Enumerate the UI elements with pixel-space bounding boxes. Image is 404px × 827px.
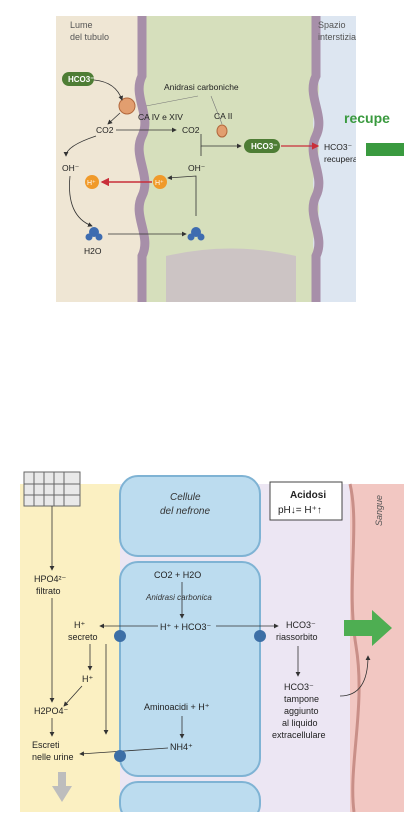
hco3-buffer-sub-2: aggiunto bbox=[284, 706, 319, 716]
h-ion-lumen bbox=[85, 175, 99, 189]
lumen-zone bbox=[20, 484, 120, 812]
hpo4-label: HPO4²⁻ bbox=[34, 574, 67, 584]
carrier-ca-iv bbox=[118, 97, 136, 115]
excreted-1: Escreti bbox=[32, 740, 60, 750]
hco3-cell-text: HCO3⁻ bbox=[251, 142, 277, 151]
interstitial-label-1: Spazio bbox=[318, 20, 346, 30]
nephron-cell-bottom bbox=[119, 781, 261, 823]
recover-green-arrow bbox=[366, 143, 404, 156]
blood-zone bbox=[350, 484, 404, 812]
transporter-nh4 bbox=[114, 750, 126, 762]
hco3-cell-pill bbox=[244, 139, 280, 153]
hpo4-sub: filtrato bbox=[36, 586, 61, 596]
urine-down-arrow bbox=[52, 772, 72, 802]
hco3-reabs-sub: riassorbito bbox=[276, 632, 318, 642]
recuperato-overlay-text: recupe bbox=[344, 110, 390, 126]
reaction-top: CO2 + H2O bbox=[154, 570, 201, 580]
ca-membrane-label: CA IV e XIV bbox=[138, 112, 183, 122]
apical-membrane bbox=[134, 16, 150, 302]
recovered-label: recuperato bbox=[324, 154, 356, 164]
h-secreted: H⁺ bbox=[74, 620, 85, 630]
hco3-buffer: HCO3⁻ bbox=[284, 682, 314, 692]
acidosis-title: Acidosi bbox=[290, 490, 326, 501]
h-second: H⁺ bbox=[82, 674, 93, 684]
cells-label-2: del nefrone bbox=[160, 506, 210, 517]
oh-cell: OH⁻ bbox=[188, 163, 206, 173]
acidosis-box bbox=[269, 481, 343, 521]
hco3-recovered: HCO3⁻ bbox=[324, 142, 353, 152]
h2po4-label: H2PO4⁻ bbox=[34, 706, 69, 716]
acidosis-formula: pH↓= H⁺↑ bbox=[278, 505, 322, 516]
cells-label-1: Cellule bbox=[170, 492, 201, 503]
co2-cell: CO2 bbox=[182, 125, 200, 135]
blood-green-arrow bbox=[344, 610, 392, 646]
transporter-hco3 bbox=[254, 630, 266, 642]
tubule-diagram-svg: Lume del tubulo Spazio interstiziale Ani… bbox=[56, 16, 365, 302]
blood-vessel-wall bbox=[348, 483, 361, 813]
lumen-label-1: Lume bbox=[70, 20, 93, 30]
interstitial-label-2: interstiziale bbox=[318, 32, 356, 42]
nephron-cell-top bbox=[119, 475, 261, 557]
nephron-acidosis-diagram: Cellule del nefrone Acidosi pH↓= H⁺↑ San… bbox=[20, 466, 404, 823]
nh4-label: NH4⁺ bbox=[170, 742, 193, 752]
h-lumen-text: H⁺ bbox=[87, 180, 96, 187]
reaction-products: H⁺ + HCO3⁻ bbox=[160, 622, 212, 632]
carrier-ca-ii bbox=[216, 124, 228, 138]
nephron-cell-main bbox=[119, 561, 261, 777]
enzyme-title: Anidrasi carboniche bbox=[164, 82, 239, 92]
oh-lumen: OH⁻ bbox=[62, 163, 80, 173]
water-molecule-lumen bbox=[85, 227, 103, 241]
enzyme-label: Anidrasi carbonica bbox=[145, 593, 212, 602]
tubular-cell bbox=[139, 16, 319, 302]
nephron-diagram-svg: Cellule del nefrone Acidosi pH↓= H⁺↑ San… bbox=[20, 471, 404, 823]
lumen-label-2: del tubulo bbox=[70, 32, 109, 42]
water-molecule-cell bbox=[187, 227, 205, 241]
hco3-buffer-sub-1: tampone bbox=[284, 694, 319, 704]
transporter-h bbox=[114, 630, 126, 642]
co2-lumen: CO2 bbox=[96, 125, 114, 135]
basolateral-membrane bbox=[308, 16, 324, 302]
h-secreted-sub: secreto bbox=[68, 632, 98, 642]
hco3-lumen-text: HCO3⁻ bbox=[68, 75, 94, 84]
hco3-lumen-pill bbox=[62, 72, 94, 86]
h2o-lumen: H2O bbox=[84, 246, 102, 256]
tubule-bicarbonate-diagram: Lume del tubulo Spazio interstiziale Ani… bbox=[56, 16, 365, 302]
h-ion-cell bbox=[153, 175, 167, 189]
glomerular-filter-icon bbox=[23, 471, 81, 507]
hco3-reabs: HCO3⁻ bbox=[286, 620, 316, 630]
hco3-buffer-sub-4: extracellulare bbox=[272, 730, 326, 740]
h-cell-text: H⁺ bbox=[155, 180, 164, 187]
amino-label: Aminoacidi + H⁺ bbox=[144, 702, 210, 712]
excreted-2: nelle urine bbox=[32, 752, 74, 762]
hco3-buffer-sub-3: al liquido bbox=[282, 718, 318, 728]
blood-label: Sangue bbox=[374, 495, 384, 526]
lateral-membrane bbox=[166, 248, 296, 302]
ca-cytosol-label: CA II bbox=[214, 111, 232, 121]
